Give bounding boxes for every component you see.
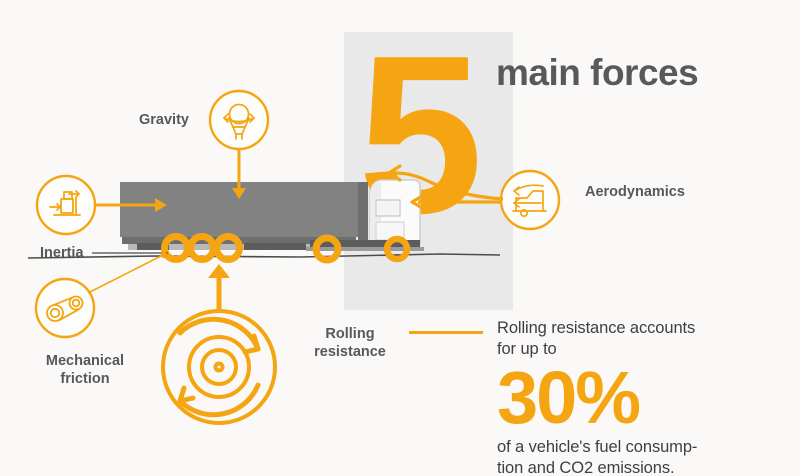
planet-gravity-well-icon: [223, 103, 255, 140]
label-rolling-resistance-line2: resistance: [314, 343, 386, 360]
statistic-block: Rolling resistance accounts for up to 30…: [497, 318, 787, 476]
statistic-trail-line1: of a vehicle's fuel consump-: [497, 438, 698, 457]
rotating-wheel-icon: [161, 309, 277, 425]
inertia-group[interactable]: [35, 174, 168, 254]
statistic-trail: of a vehicle's fuel consump- tion and CO…: [497, 437, 787, 476]
cargo-boxes-push-icon: [49, 190, 81, 216]
tractor-wheel-2: [383, 235, 411, 263]
headline-text: main forces: [496, 52, 699, 93]
inertia-icon-circle[interactable]: [35, 174, 97, 236]
aerodynamics-group[interactable]: [387, 164, 561, 231]
background-panel: [344, 32, 513, 310]
truck-graphic: [27, 179, 501, 264]
trailer-rear-post: [358, 182, 368, 244]
tractor-wheel-1: [312, 234, 342, 264]
inertia-arrow: [95, 198, 167, 212]
statistic-lead-line2: for up to: [497, 340, 557, 359]
statistic-lead: Rolling resistance accounts for up to: [497, 318, 787, 360]
gravity-icon-circle[interactable]: [208, 89, 270, 151]
label-gravity: Gravity: [139, 112, 189, 128]
ground-line: [27, 253, 501, 259]
statistic-value: 30%: [497, 356, 641, 440]
rolling-resistance-arrow: [208, 264, 230, 311]
statistic-lead-line1: Rolling resistance accounts: [497, 319, 696, 337]
mechanical-friction-anchor-dot: [160, 251, 168, 259]
mechanical-friction-group[interactable]: [34, 251, 168, 339]
rolling-resistance-group[interactable]: [161, 264, 277, 425]
tractor-chassis: [310, 240, 420, 249]
statistic-trail-line2: tion and CO2 emissions.: [497, 459, 675, 476]
belt-pulley-icon: [46, 295, 84, 322]
stat-divider-rule: [409, 331, 483, 334]
gravity-arrow: [232, 150, 246, 199]
trailer-chassis-block-left: [137, 243, 169, 250]
mechanical-friction-icon-circle[interactable]: [34, 277, 96, 339]
tractor-chassis-lower: [306, 247, 424, 251]
label-inertia: Inertia: [40, 245, 84, 261]
mechanical-friction-leader: [87, 254, 164, 294]
label-mechanical-friction-line2: friction: [60, 370, 110, 387]
label-rolling-resistance: Rolling resistance: [306, 326, 394, 361]
label-mechanical-friction: Mechanical friction: [27, 353, 143, 388]
trailer-wheel-3: [213, 233, 243, 263]
cab-window: [375, 199, 401, 217]
gravity-group[interactable]: [208, 89, 270, 199]
aerodynamics-airflow-lines: [387, 164, 504, 211]
trailer-chassis-block-right: [244, 243, 306, 250]
label-aerodynamics: Aerodynamics: [585, 184, 685, 200]
aerodynamics-icon-circle[interactable]: [499, 169, 561, 231]
airflow-over-vehicle-icon: [512, 184, 547, 218]
label-rolling-resistance-line1: Rolling: [325, 326, 375, 342]
label-mechanical-friction-line1: Mechanical: [45, 353, 125, 369]
